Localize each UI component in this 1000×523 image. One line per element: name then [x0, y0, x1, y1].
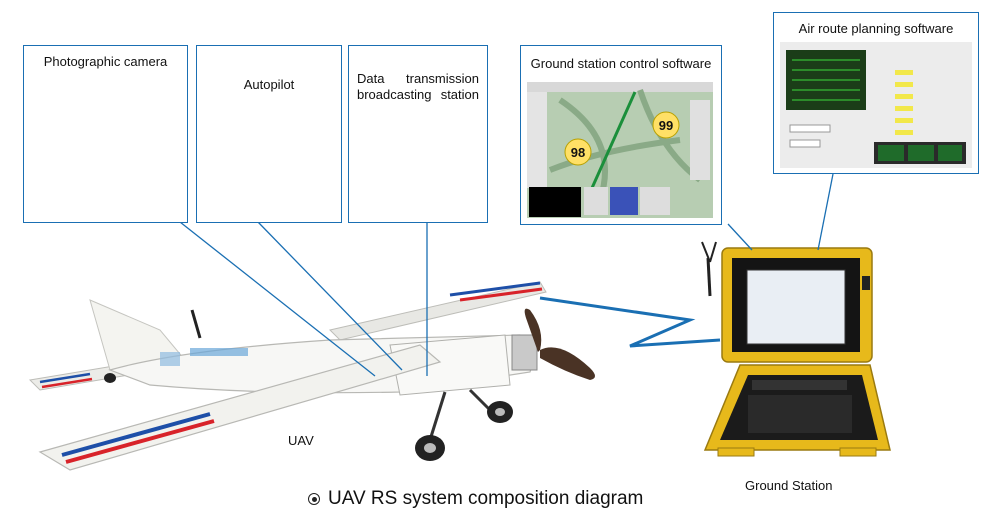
- caption-text: UAV RS system composition diagram: [328, 488, 644, 509]
- radio-link-bolt: [539, 296, 721, 348]
- diagram-caption: UAV RS system composition diagram: [308, 488, 643, 510]
- ground-station-illustration: [701, 241, 891, 457]
- camera-callout: Photographic camera: [23, 45, 188, 223]
- ground-control-title: Ground station control software: [530, 56, 712, 71]
- uav-label: UAV: [288, 433, 314, 448]
- data-transmission-callout: Data transmission broadcasting station: [348, 45, 488, 223]
- ground-station-label: Ground Station: [745, 478, 833, 493]
- camera-callout-title: Photographic camera: [43, 54, 168, 69]
- air-route-title: Air route planning software: [798, 21, 954, 36]
- autopilot-callout-title: Autopilot: [243, 77, 295, 92]
- data-transmission-title-line2: broadcasting station: [357, 87, 479, 102]
- air-route-callout: Air route planning software: [773, 12, 979, 174]
- autopilot-callout: Autopilot: [196, 45, 342, 223]
- ground-control-callout: Ground station control software: [520, 45, 722, 225]
- caption-bullet-icon: [308, 493, 320, 505]
- data-transmission-title-line1: Data transmission: [357, 71, 479, 86]
